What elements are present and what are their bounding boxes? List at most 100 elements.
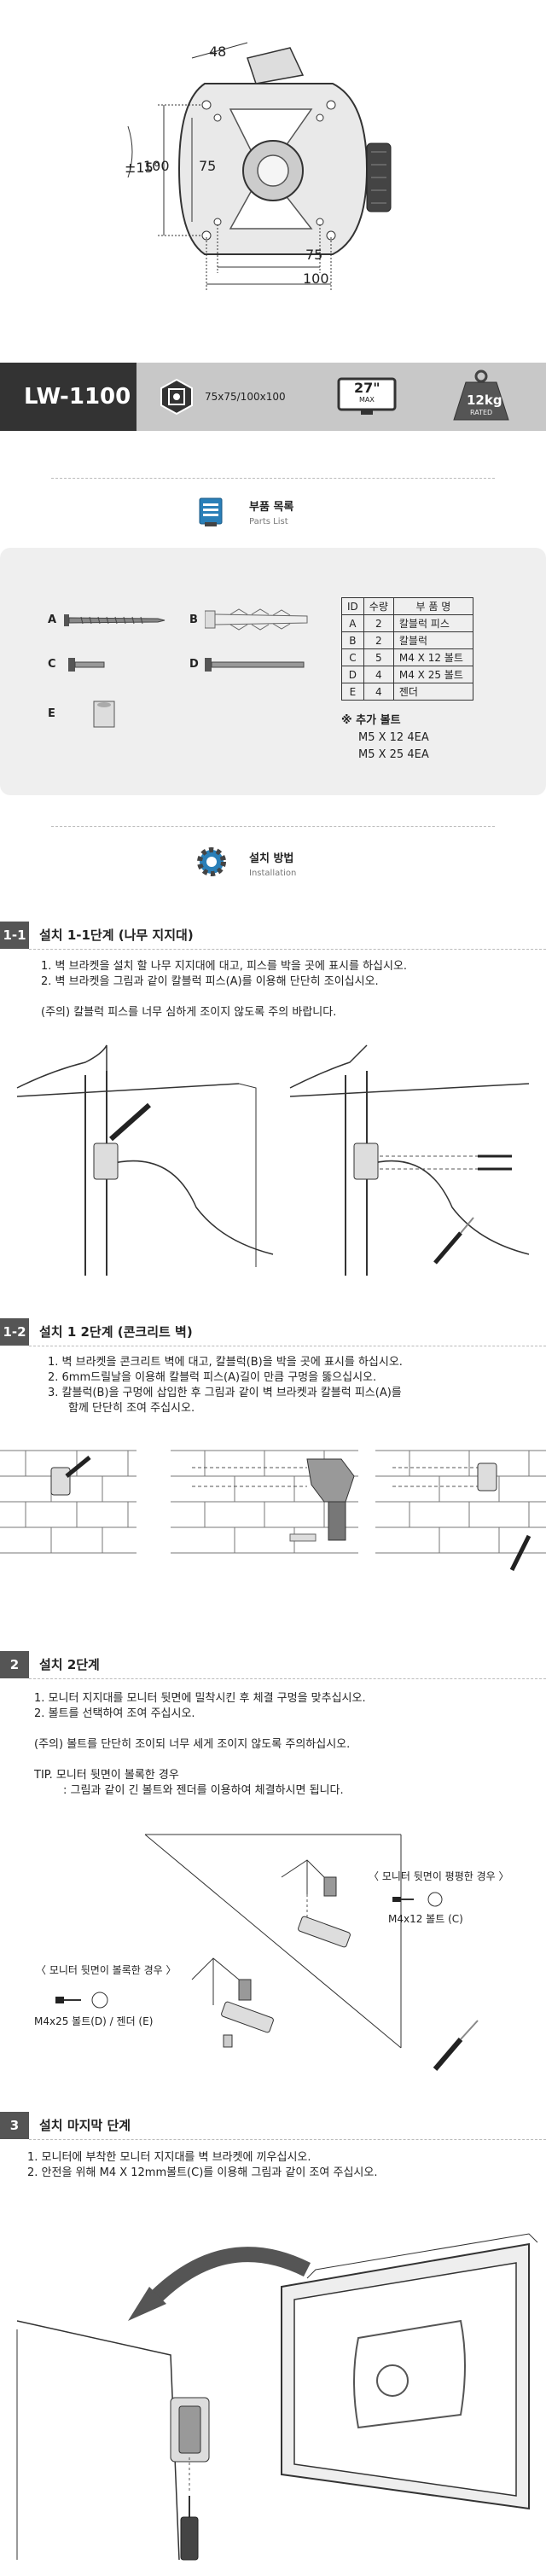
divider [29, 1678, 546, 1679]
divider [29, 949, 546, 950]
gender-e-icon [92, 700, 118, 730]
instruction-line: 1. 벽 브라켓을 콘크리트 벽에 대고, 칼블럭(B)을 박을 곳에 표시를 … [48, 1356, 403, 1369]
instruction-line: 1. 벽 브라켓을 설치 할 나무 지지대에 대고, 피스를 박을 곳에 표시를… [41, 960, 408, 973]
step-title: 설치 마지막 단계 [39, 2118, 131, 2133]
step-number: 1-1 [0, 922, 29, 949]
bracket-diagram [111, 24, 435, 314]
instruction-line: 2. 6mm드릴날을 이용해 칼블럭 피스(A)길이 만큼 구멍을 뚫으십시오. [48, 1371, 377, 1384]
wood-frame-illustration [0, 1037, 546, 1284]
instruction-line: 함께 단단히 조여 주십시오. [68, 1402, 195, 1415]
parts-list-icon [198, 497, 224, 527]
instruction-line: 1. 모니터 지지대를 모니터 뒷면에 밀착시킨 후 체결 구멍을 맞추십시오. [34, 1692, 366, 1705]
step-1-1-header: 1-1 설치 1-1단계 (나무 지지대) [0, 922, 546, 949]
instruction-line: 3. 칼블럭(B)을 구멍에 삽입한 후 그림과 같이 벽 브라켓과 칼블럭 피… [48, 1387, 402, 1399]
monitor-mount-illustration [0, 2193, 546, 2568]
table-cell: C [341, 648, 364, 666]
step-number: 3 [0, 2112, 29, 2139]
step-number: 1-2 [0, 1318, 29, 1346]
caution-text: (주의) 칼블럭 피스를 너무 심하게 조이지 않도록 주의 바랍니다. [41, 1006, 337, 1019]
step-title: 설치 1-1단계 (나무 지지대) [39, 927, 194, 943]
bolt-d-icon [205, 655, 307, 674]
screw-a-icon [64, 611, 166, 630]
table-cell: M4 X 12 볼트 [392, 648, 473, 666]
table-cell: 젠더 [392, 683, 473, 701]
flat-bolt-label: M4x12 볼트 (C) [388, 1913, 463, 1925]
install-subtitle: Installation [249, 869, 297, 878]
caution-text: (주의) 볼트를 단단히 조이되 너무 세게 조이지 않도록 주의하십시오. [34, 1738, 351, 1751]
extra-bolts-line: M5 X 12 4EA [358, 731, 429, 744]
vesa-icon [158, 378, 195, 416]
divider [51, 826, 495, 827]
step-title: 설치 1 2단계 (콘크리트 벽) [39, 1324, 193, 1340]
table-cell: B [341, 631, 364, 649]
table-cell: 칼블럭 [392, 631, 473, 649]
convex-bolt-label: M4x25 볼트(D) / 젠더 (E) [34, 2015, 154, 2027]
step-2-header: 2 설치 2단계 [0, 1651, 546, 1678]
table-cell: 5 [363, 648, 394, 666]
dim-v75-label: 75 [199, 158, 217, 174]
parts-subtitle: Parts List [249, 517, 288, 526]
table-cell: 4 [363, 683, 394, 701]
dim-h100-label: 100 [303, 270, 329, 287]
table-cell: D [341, 666, 364, 683]
parts-table-header: ID 수량 부 품 명 [341, 597, 473, 615]
dim-48-label: 48 [209, 44, 227, 60]
table-cell: M4 X 25 볼트 [392, 666, 473, 683]
dim-h75-label: 75 [305, 247, 323, 263]
weight-value: 12kg [467, 393, 502, 408]
divider [29, 2139, 546, 2140]
table-cell: E [341, 683, 364, 701]
instruction-line: 1. 모니터에 부착한 모니터 지지대를 벽 브라켓에 끼우십시오. [27, 2151, 311, 2164]
parts-title: 부품 목록 [249, 501, 294, 514]
install-title: 설치 방법 [249, 852, 294, 865]
table-row: E 4 젠더 [341, 683, 473, 701]
step-1-2-header: 1-2 설치 1 2단계 (콘크리트 벽) [0, 1318, 546, 1346]
model-name: LW-1100 [24, 384, 131, 410]
model-box [0, 363, 136, 431]
instruction-line: 2. 볼트를 선택하여 조여 주십시오. [34, 1707, 195, 1720]
tip-body: : 그림과 같이 긴 볼트와 젠더를 이용하여 체결하시면 됩니다. [63, 1784, 344, 1797]
step-title: 설치 2단계 [39, 1657, 100, 1672]
instruction-line: 2. 안전을 위해 M4 X 12mm볼트(C)를 이용해 그림과 같이 조여 … [27, 2166, 378, 2179]
part-label-c: C [48, 658, 56, 671]
step-number: 2 [0, 1651, 29, 1678]
screen-size: 27" [354, 380, 380, 396]
monitor-back-illustration [0, 1800, 546, 2090]
table-cell: A [341, 614, 364, 632]
parts-table: ID 수량 부 품 명 A 2 칼블럭 피스 B 2 칼블럭 C 5 M4 X … [341, 597, 473, 701]
tip-title: TIP. 모니터 뒷면이 볼록한 경우 [34, 1769, 179, 1782]
bracket-drawing [127, 42, 392, 290]
convex-back-label: 〈 모니터 뒷면이 볼록한 경우 〉 [36, 1964, 177, 1976]
table-cell: 4 [363, 666, 394, 683]
table-row: A 2 칼블럭 피스 [341, 614, 473, 632]
table-header-id: ID [341, 597, 364, 615]
table-row: D 4 M4 X 25 볼트 [341, 666, 473, 683]
weight-icon [450, 369, 512, 422]
divider [51, 478, 495, 479]
table-cell: 2 [363, 631, 394, 649]
gear-icon [195, 845, 229, 879]
angle-label: ±15° [125, 160, 160, 176]
flat-back-label: 〈 모니터 뒷면이 평평한 경우 〉 [369, 1870, 509, 1882]
table-cell: 2 [363, 614, 394, 632]
weight-sub: RATED [470, 409, 493, 416]
table-row: C 5 M4 X 12 볼트 [341, 648, 473, 666]
anchor-b-icon [204, 606, 311, 633]
table-row: B 2 칼블럭 [341, 631, 473, 649]
part-label-e: E [48, 707, 55, 720]
bolt-c-icon [68, 655, 107, 674]
table-header-name: 부 품 명 [392, 597, 473, 615]
table-cell: 칼블럭 피스 [392, 614, 473, 632]
extra-bolts-line: M5 X 25 4EA [358, 748, 429, 761]
table-header-qty: 수량 [363, 597, 394, 615]
monitor-size-icon [337, 377, 397, 416]
part-label-d: D [189, 658, 199, 671]
part-label-b: B [189, 613, 198, 626]
part-label-a: A [48, 613, 57, 626]
step-3-header: 3 설치 마지막 단계 [0, 2112, 546, 2139]
screen-max: MAX [359, 396, 375, 404]
brick-wall-illustration [0, 1433, 546, 1587]
vesa-text: 75x75/100x100 [205, 391, 286, 403]
dim-v100-label: 100 [143, 158, 170, 174]
instruction-line: 2. 벽 브라켓을 그림과 같이 칼블럭 피스(A)를 이용해 단단히 조이십시… [41, 975, 379, 988]
